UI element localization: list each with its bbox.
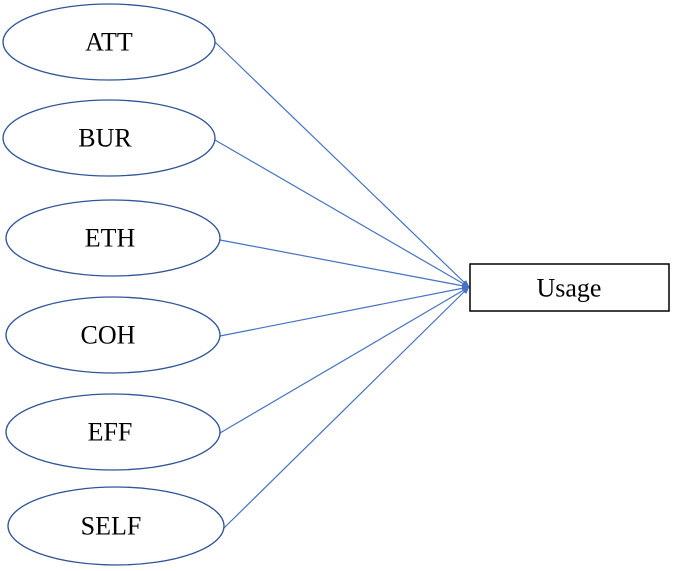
- node-bur-label: BUR: [78, 124, 132, 153]
- node-eth-label: ETH: [85, 224, 136, 253]
- node-usage-box: [469, 263, 670, 312]
- node-att-ellipse: [2, 3, 216, 81]
- edges: [214, 41, 470, 529]
- edge-eth-usage: [219, 239, 470, 289]
- edge-eff-usage: [219, 286, 470, 434]
- edge-bur-usage: [214, 139, 470, 288]
- node-att-label: ATT: [85, 28, 133, 57]
- node-coh-ellipse: [5, 296, 221, 374]
- target-node-usage: Usage: [469, 263, 670, 312]
- node-eff-label: EFF: [88, 418, 133, 447]
- source-node-bur: BUR: [2, 99, 216, 177]
- node-coh-label: COH: [81, 321, 136, 350]
- node-bur-ellipse: [2, 99, 216, 177]
- edge-att-usage: [214, 41, 470, 288]
- node-eth-ellipse: [5, 199, 221, 277]
- node-eff-ellipse: [5, 393, 221, 471]
- source-node-eth: ETH: [5, 199, 221, 277]
- edge-self-usage: [223, 286, 470, 529]
- node-self-ellipse: [7, 486, 225, 566]
- node-usage-label: Usage: [537, 274, 602, 303]
- source-node-self: SELF: [7, 486, 225, 566]
- source-node-eff: EFF: [5, 393, 221, 471]
- source-node-att: ATT: [2, 3, 216, 81]
- node-self-label: SELF: [81, 512, 142, 541]
- edge-coh-usage: [219, 285, 470, 337]
- source-node-coh: COH: [5, 296, 221, 374]
